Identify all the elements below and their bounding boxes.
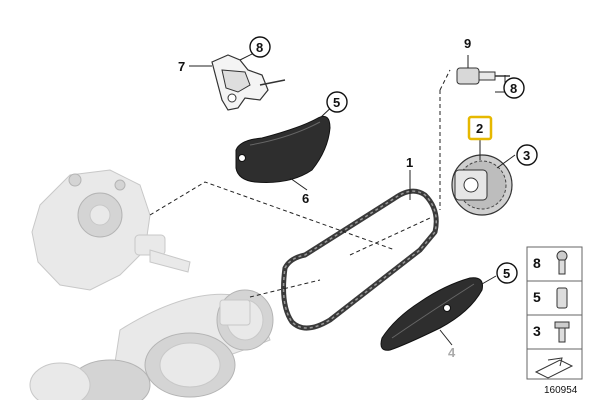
legend-row-arrow-icon (534, 357, 574, 379)
svg-text:1: 1 (406, 155, 413, 170)
svg-text:7: 7 (178, 59, 185, 74)
svg-text:8: 8 (256, 40, 263, 55)
callout-5-upper: 5 (326, 91, 348, 113)
callout-8-top: 8 (249, 36, 271, 58)
high-pressure-pump-ghost (31, 169, 191, 291)
svg-text:6: 6 (302, 191, 309, 206)
callout-4: 4 (448, 345, 456, 360)
svg-text:5: 5 (333, 95, 340, 110)
dashed-assembly-lines (149, 69, 451, 298)
lower-tensioning-rail (380, 277, 483, 351)
svg-text:2: 2 (476, 121, 483, 136)
svg-text:3: 3 (523, 148, 530, 163)
svg-text:8: 8 (533, 255, 541, 271)
svg-text:4: 4 (448, 345, 456, 360)
callout-2-highlighted[interactable]: 2 (467, 115, 493, 141)
figure-id: 160954 (544, 385, 578, 396)
sprocket-gear (451, 154, 513, 216)
svg-text:8: 8 (510, 81, 517, 96)
svg-text:5: 5 (503, 266, 510, 281)
bolt-part (456, 67, 510, 85)
callout-6: 6 (302, 191, 309, 206)
callout-5-lower: 5 (496, 262, 518, 284)
callout-1: 1 (406, 155, 413, 170)
callout-8-right: 8 (503, 77, 525, 99)
svg-text:3: 3 (533, 323, 541, 339)
callout-3: 3 (516, 144, 538, 166)
crankshaft-ghost (29, 289, 274, 400)
callout-7: 7 (178, 59, 185, 74)
legend-row-5: 5 (533, 287, 568, 309)
chain-tensioner-part (211, 54, 286, 111)
callout-9: 9 (464, 36, 471, 51)
legend-row-3: 3 (533, 321, 570, 343)
upper-guide-rail (235, 115, 331, 183)
svg-text:9: 9 (464, 36, 471, 51)
svg-text:5: 5 (533, 289, 541, 305)
parts-legend: 8 5 3 (526, 246, 583, 380)
legend-row-8: 8 (533, 250, 568, 275)
timing-chain (281, 188, 439, 331)
